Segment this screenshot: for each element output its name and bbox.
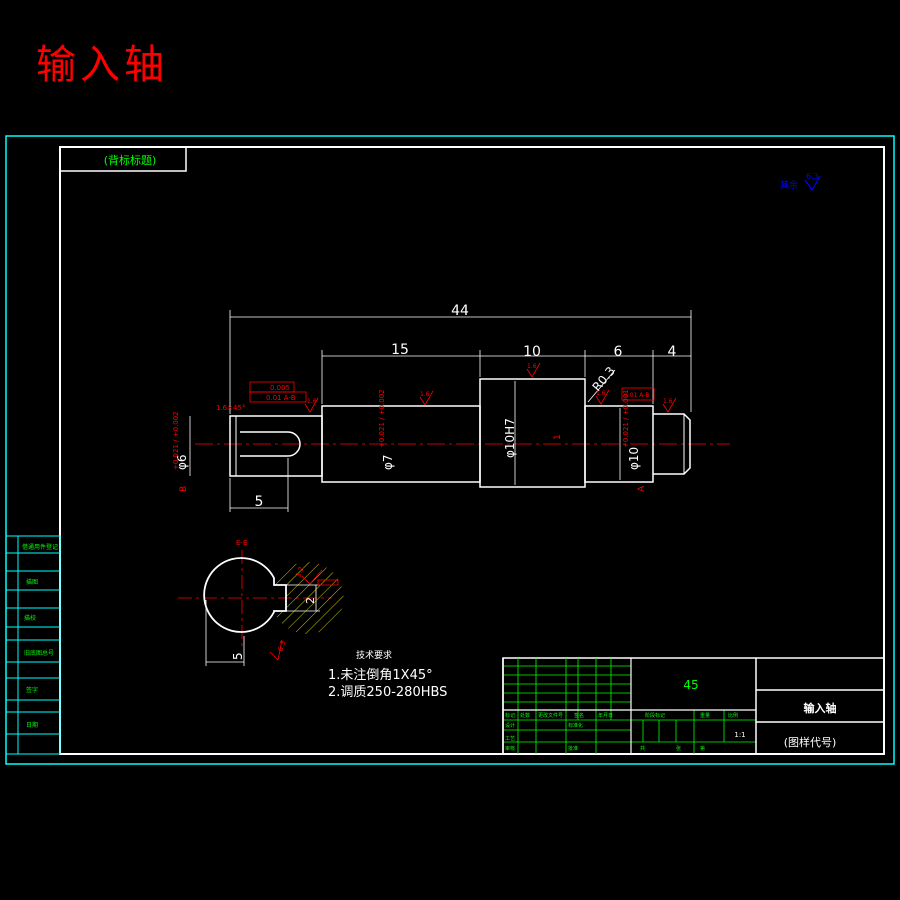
tech-req-line2: 2.调质250-280HBS [328,685,447,700]
r03-leader [587,369,616,403]
top-label: (背标标题) [104,153,157,167]
dim-dia6: φ6 [175,454,189,470]
title-block-material: 45 [683,678,698,692]
side-label-3: 签字 [26,686,38,694]
side-label-0: 借通用件登记 [22,543,58,551]
slot-outline [240,431,301,457]
surface-note-label: 其余 [780,179,798,191]
section-outline [203,557,287,633]
tb-label-0: 标记 [505,712,515,719]
center-mark: 1 [553,434,563,440]
outer-frame [5,135,895,765]
datum-left: B [179,486,189,492]
section-rough-32: 3.2 [294,565,305,578]
side-block [5,535,61,755]
tb-label-4: 年月日 [598,712,613,719]
section-label: E-E [236,539,247,547]
page-title: 输入轴 [36,42,168,88]
tech-req-line1: 1.未注倒角1X45° [328,668,433,683]
tb-label-15: 第 [700,745,705,752]
section-dim-key: 2 [304,597,317,604]
shaft-end-right [653,413,691,475]
section-rough-icon [301,569,323,585]
dim-5: 5 [255,494,264,510]
section-dim-width: 5 [231,652,245,660]
roughness-mark-4: 1.6 [595,389,610,405]
tb-label-9: 批准 [568,745,578,752]
tb-label-8: 工艺 [505,736,515,742]
tol-frame-right-text: 0.01 A-B [624,392,649,399]
surface-note-symbol: 6.3 [806,172,819,181]
tb-label-11: 重量 [700,712,710,719]
title-block-drawing-code: (图样代号) [784,735,837,749]
side-label-6: 描校 [24,614,36,622]
dim-dia10h7: φ10H7 [503,418,517,458]
dim-6: 6 [614,344,623,360]
tb-label-1: 处数 [520,712,530,719]
section-tol-box [317,579,339,586]
dim-15: 15 [391,342,409,358]
dim-dia7: φ7 [381,454,395,470]
tol-frame-2-text: 0.01 A-B [266,394,296,402]
tb-label-2: 更改文件号 [538,712,563,719]
dim-44: 44 [451,303,469,319]
tech-req-title: 技术要求 [356,649,392,661]
side-label-4: 日期 [26,721,38,729]
rough-16d: 1.6 [596,390,606,397]
shaft-collar [479,378,586,488]
rough-16e: 1.6 [663,398,673,405]
chamfer-left: 1.6×45° [216,404,245,412]
tb-label-13: 共 [640,745,645,752]
tb-label-12: 比例 [728,712,738,719]
title-block-part-name: 输入轴 [804,701,837,715]
section-rough-63: 6.3 [276,639,287,652]
tol-frame-1-text: 0.005 [270,384,290,392]
rough-16a: 1.6 [307,398,317,405]
section-rough-icon-2 [269,639,283,661]
tol-dia10: +0.021 / +0.001 [622,389,630,448]
roughness-mark-5: 1.6 [662,397,677,413]
dim-dia10: φ10 [627,447,641,470]
tb-label-6: 标准化 [568,722,583,729]
tb-label-5: 设计 [505,722,515,729]
tb-label-3: 签名 [574,712,584,719]
dim-10: 10 [523,344,541,360]
shaft-section-right [584,405,654,483]
tb-label-14: 张 [676,745,681,752]
tb-label-10: 阶段标记 [645,712,665,719]
title-block-scale: 1:1 [734,731,745,739]
roughness-mark-1: 1.6 [304,397,319,413]
tol-frame-2 [249,391,307,403]
side-label-1: 旧底图总号 [24,649,54,657]
title-block [502,657,885,755]
top-label-box [59,146,187,172]
tol-dia6: +0.021 / +0.002 [172,411,180,470]
side-label-5: 描图 [26,578,38,586]
tol-dia7: +0.021 / +0.002 [378,389,386,448]
tb-label-7: 审核 [505,745,515,752]
rough-16b: 1.6 [420,391,430,398]
dim-4: 4 [668,344,677,360]
inner-frame [59,146,885,755]
rough-16c: 1.6 [527,363,537,370]
tol-frame-right [621,387,655,401]
datum-right: A [637,485,647,492]
roughness-mark-3: 1.6 [526,362,541,378]
shaft-section-left [229,415,323,477]
roughness-mark-2: 1.6 [419,390,434,406]
surface-roughness-icon [804,175,821,192]
